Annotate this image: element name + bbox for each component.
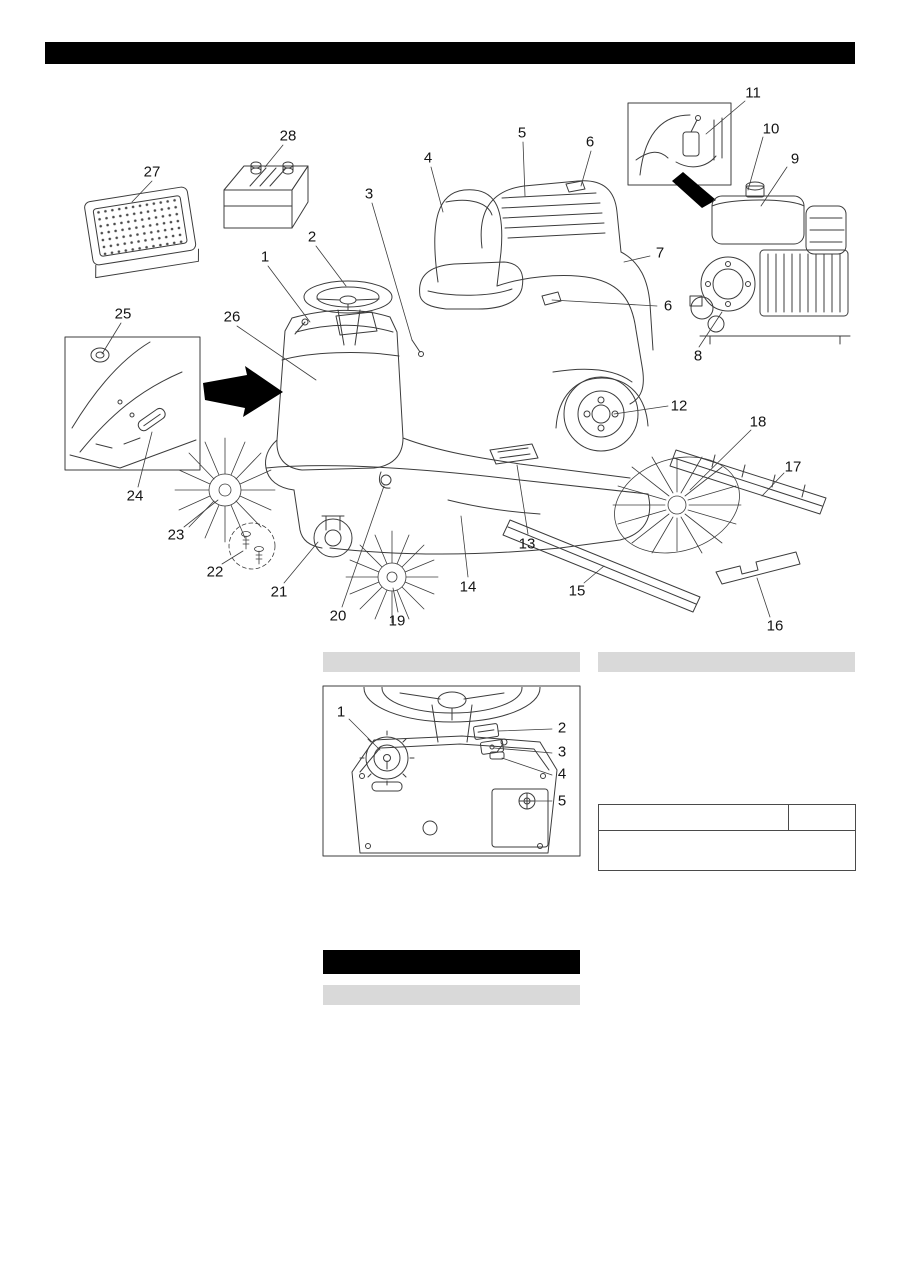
callout-27: 27 xyxy=(143,163,161,181)
callout-25: 25 xyxy=(114,305,132,323)
chapter-title-bar xyxy=(45,42,855,64)
panel-leader-lines xyxy=(348,718,553,802)
sealing-strip-15-drawing xyxy=(502,519,701,613)
callout-4: 4 xyxy=(423,149,433,167)
callout-10: 10 xyxy=(762,120,780,138)
panel-callout-4: 4 xyxy=(557,765,567,783)
callout-5: 5 xyxy=(517,124,527,142)
sealing-strip-17-drawing xyxy=(669,449,827,515)
spec-table-header-cell-right xyxy=(788,804,856,831)
sweeper-machine-drawing xyxy=(265,180,654,558)
callout-2: 2 xyxy=(307,228,317,246)
detail-inset-drawing xyxy=(627,102,732,208)
callout-3: 3 xyxy=(364,185,374,203)
subsection-title-bar xyxy=(323,950,580,974)
spec-table-header-cell-left xyxy=(598,804,789,831)
callout-19: 19 xyxy=(388,612,406,630)
callout-23: 23 xyxy=(167,526,185,544)
panel-callout-3: 3 xyxy=(557,743,567,761)
screws-drawing xyxy=(228,522,276,570)
callout-8: 8 xyxy=(693,347,703,365)
roller-brush-drawing xyxy=(612,456,742,554)
subsection-bar xyxy=(323,985,580,1005)
callout-14: 14 xyxy=(459,578,477,596)
callout-16: 16 xyxy=(766,617,784,635)
control-panel-drawing xyxy=(322,685,581,857)
callout-13: 13 xyxy=(518,535,536,553)
section-bar-right xyxy=(598,652,855,672)
sealing-strip-16-drawing xyxy=(715,551,801,585)
callout-20: 20 xyxy=(329,607,347,625)
callout-1: 1 xyxy=(260,248,270,266)
callout-6-top: 6 xyxy=(585,133,595,151)
callout-11: 11 xyxy=(745,84,761,102)
spec-table-body-cell xyxy=(598,830,856,871)
callout-28: 28 xyxy=(279,127,297,145)
callout-17: 17 xyxy=(784,458,802,476)
battery-drawing xyxy=(223,161,309,229)
spec-table xyxy=(598,804,856,871)
panel-callout-2: 2 xyxy=(557,719,567,737)
panel-callout-1: 1 xyxy=(336,703,346,721)
callout-15: 15 xyxy=(568,582,586,600)
leader-lines xyxy=(101,100,788,618)
callout-6-side: 6 xyxy=(663,297,673,315)
hood-inset-drawing xyxy=(64,336,201,471)
callout-12: 12 xyxy=(670,397,688,415)
direction-arrow xyxy=(203,366,283,417)
engine-drawing xyxy=(689,181,851,345)
callout-21: 21 xyxy=(270,583,288,601)
callout-22: 22 xyxy=(206,563,224,581)
callout-18: 18 xyxy=(749,413,767,431)
callout-7: 7 xyxy=(655,244,665,262)
callout-26: 26 xyxy=(223,308,241,326)
panel-callout-5: 5 xyxy=(557,792,567,810)
callout-9: 9 xyxy=(790,150,800,168)
side-brush-front-drawing xyxy=(174,437,276,543)
section-bar-left xyxy=(323,652,580,672)
air-filter-drawing xyxy=(84,186,199,279)
callout-24: 24 xyxy=(126,487,144,505)
side-brush-rear-drawing xyxy=(345,530,439,624)
